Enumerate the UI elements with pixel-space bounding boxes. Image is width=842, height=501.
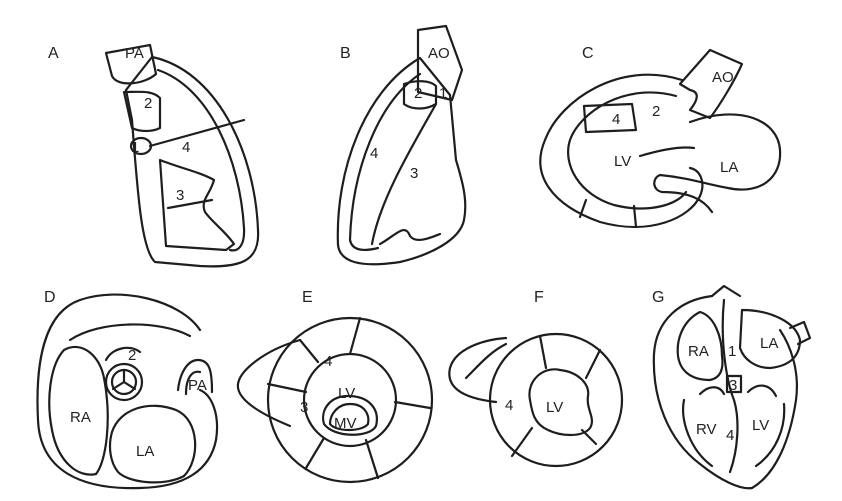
panel-a-papillary [166, 198, 214, 210]
panel-e-lv-outer [266, 316, 434, 484]
panel-d-label-la: LA [136, 443, 154, 460]
panel-g-la [738, 308, 802, 370]
panel-d-pa [176, 358, 214, 396]
panel-g-label-1: 1 [728, 343, 736, 360]
panel-g-aorta-root [710, 284, 742, 298]
panel-a-outer-wall [124, 55, 260, 268]
panel-g-label-3: 3 [729, 377, 737, 394]
panel-b-septum [370, 102, 438, 246]
panel-c-label-4: 4 [612, 111, 620, 128]
panel-a-label-3: 3 [176, 187, 184, 204]
panel-d-rvot [104, 346, 142, 362]
panel-b-outer-wall [336, 56, 467, 266]
panel-g-label-4: 4 [726, 427, 734, 444]
panel-g-letter: G [652, 289, 664, 306]
panel-g-label-lv: LV [752, 417, 769, 434]
panel-f-seg-lines [510, 334, 602, 458]
panel-e-seg-lines [266, 316, 432, 480]
panel-d-la [108, 404, 197, 484]
panel-g-av-valves [698, 384, 778, 398]
panel-g-ra [676, 310, 724, 382]
panel-e: E 4 LV 3 MV [236, 289, 434, 484]
panel-d-label-pa: PA [188, 377, 207, 394]
panel-b: B AO 2 1 4 3 [336, 24, 467, 266]
panel-c-seg-line-2 [632, 204, 638, 229]
panel-c-letter: C [582, 45, 594, 62]
panel-d-septum-top [68, 323, 192, 342]
panel-c-label-ao: AO [712, 69, 734, 86]
panel-e-letter: E [302, 289, 313, 306]
panel-b-letter: B [340, 45, 351, 62]
panel-a-label-4: 4 [182, 139, 190, 156]
panel-f-label-4: 4 [505, 397, 513, 414]
panel-f: F 4 LV [448, 289, 624, 468]
panel-g-segment-3-box [725, 374, 743, 394]
panel-g-rv [682, 398, 714, 468]
panel-a-rvot [122, 90, 162, 133]
panel-g-label-ra: RA [688, 343, 709, 360]
panel-e-label-mv: MV [334, 415, 357, 432]
panel-d-letter: D [44, 289, 56, 306]
panel-a-label-2: 2 [144, 95, 152, 112]
panel-c-segment-4-box [582, 102, 638, 134]
panel-e-mv-inner [328, 402, 370, 432]
panel-f-letter: F [534, 289, 544, 306]
panel-e-label-lv: LV [338, 385, 355, 402]
panel-c-label-2: 2 [652, 103, 660, 120]
panel-c-label-lv: LV [614, 153, 631, 170]
panel-g-outer [652, 294, 798, 490]
panel-e-rv-wall [236, 338, 302, 428]
panel-e-mv [322, 394, 378, 436]
panel-g-label-la: LA [760, 335, 778, 352]
panel-c: C AO 4 2 LV LA [539, 45, 782, 229]
panel-c-mitral [638, 146, 696, 158]
panel-c-lv-inner [567, 91, 688, 210]
panel-a-septum [148, 118, 246, 148]
panel-d-label-ra: RA [70, 409, 91, 426]
panel-c-lv-outer [539, 73, 704, 228]
panel-g-septum [721, 298, 739, 474]
panel-b-inner-wall [348, 72, 422, 251]
panel-d: D 2 RA LA PA [36, 289, 219, 490]
panel-f-label-lv: LV [546, 399, 563, 416]
panel-f-lv-outer [488, 332, 624, 468]
panel-c-seg-line-1 [578, 198, 588, 219]
panel-a: A PA 2 1 4 3 [48, 43, 260, 268]
panel-d-ra [48, 345, 109, 476]
panel-c-label-la: LA [720, 159, 738, 176]
panel-d-outer [36, 293, 219, 490]
panel-b-label-4: 4 [370, 145, 378, 162]
panel-d-aortic-valve-outer [104, 362, 144, 402]
panel-g-label-rv: RV [696, 421, 717, 438]
panel-g-la-vessel [788, 320, 812, 346]
panel-f-lv-cavity [528, 368, 594, 437]
panel-d-label-2: 2 [128, 347, 136, 364]
panel-f-rv-wall [448, 336, 508, 404]
panel-b-label-1: 1 [439, 85, 447, 102]
panel-c-la [653, 113, 782, 214]
panel-b-label-3: 3 [410, 165, 418, 182]
panel-g-lv [754, 402, 786, 468]
panel-b-label-ao: AO [428, 45, 450, 62]
panel-e-label-4: 4 [324, 353, 332, 370]
panel-a-inner-wall [156, 68, 246, 252]
panel-b-label-2: 2 [414, 85, 422, 102]
panel-g: G RA 1 LA 3 RV 4 LV [652, 284, 812, 490]
panel-a-letter: A [48, 45, 59, 62]
panel-b-papillary [378, 229, 442, 246]
panel-d-valve-cusps [111, 368, 137, 391]
panel-a-pulmonary-trunk [104, 43, 158, 85]
panel-c-aorta [678, 48, 744, 120]
panel-a-label-1: 1 [131, 139, 139, 156]
panel-e-label-3: 3 [300, 399, 308, 416]
panel-a-label-pa: PA [125, 45, 144, 62]
panel-a-segment-3-outline [158, 158, 236, 252]
